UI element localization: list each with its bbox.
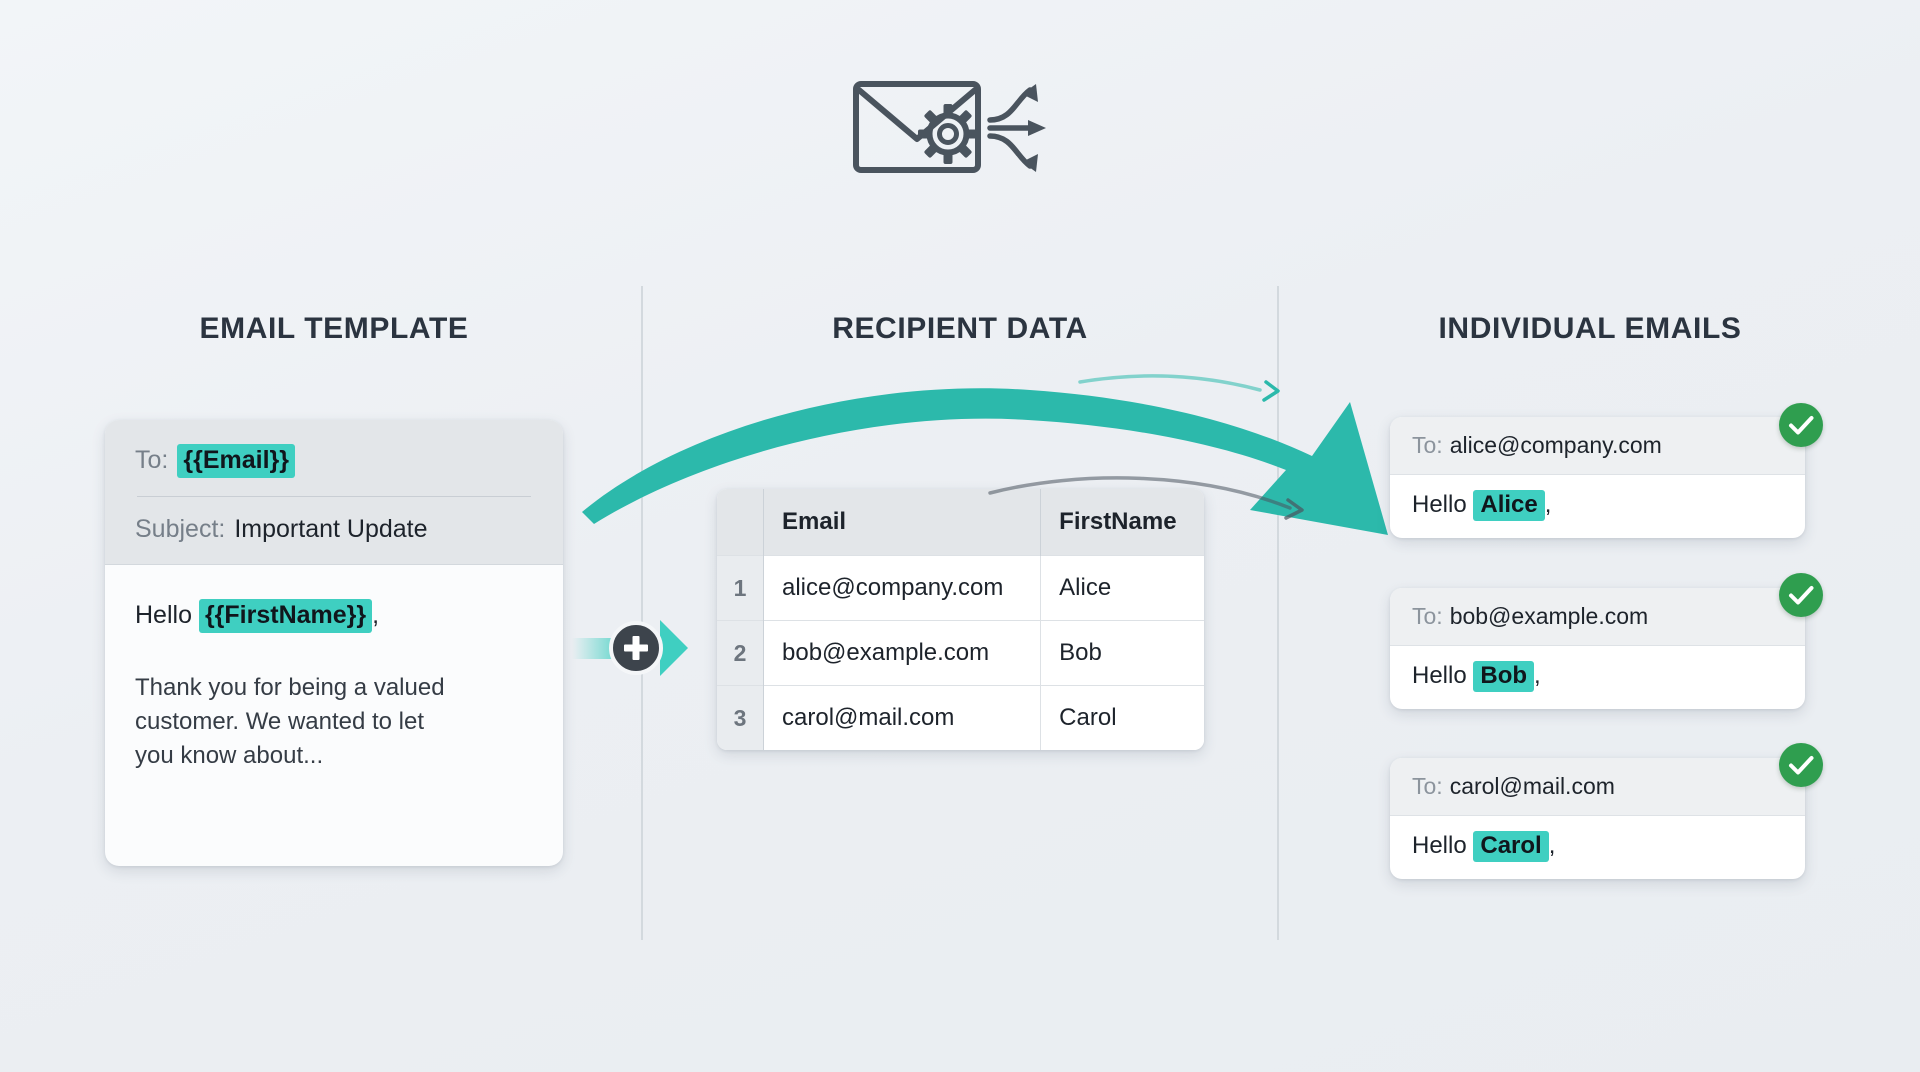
cell-firstname: Alice [1040,555,1204,621]
output-to-value: carol@mail.com [1449,773,1615,799]
template-header-separator [137,496,531,497]
output-to-row: To:bob@example.com [1390,588,1805,646]
table-row[interactable]: 1 alice@company.com Alice [717,555,1204,621]
table-header-firstname: FirstName [1040,489,1204,556]
table-header-rownum [717,489,764,556]
table-row[interactable]: 2 bob@example.com Bob [717,620,1204,686]
row-number: 1 [717,555,764,621]
email-template-card[interactable]: To: {{Email}} Subject: Important Update … [105,420,563,866]
template-greeting-row: Hello {{FirstName}}, [135,599,533,633]
recipient-data-table[interactable]: Email FirstName 1 alice@company.com Alic… [717,489,1204,750]
template-to-row: To: {{Email}} [135,444,533,478]
individual-email-card[interactable]: To:alice@company.com Hello Alice, [1390,417,1805,538]
individual-email-card[interactable]: To:carol@mail.com Hello Carol, [1390,758,1805,879]
output-body-row: Hello Bob, [1390,646,1805,709]
template-subject-label: Subject: [135,515,226,543]
table-header-row: Email FirstName [717,489,1204,556]
cell-email: alice@company.com [763,555,1042,621]
template-card-body: Hello {{FirstName}}, Thank you for being… [105,565,563,773]
template-to-label: To: [135,446,169,474]
template-greeting-prefix: Hello [135,601,192,629]
page-title-email-template: EMAIL TEMPLATE [199,312,469,345]
cell-email: bob@example.com [763,620,1042,686]
page-title-individual-emails: INDIVIDUAL EMAILS [1438,312,1742,345]
template-subject-value: Important Update [234,515,428,543]
check-circle-icon [1779,573,1823,617]
row-number: 3 [717,685,764,750]
output-greeting-suffix: , [1544,491,1552,518]
output-to-label: To: [1412,773,1443,799]
table-row[interactable]: 3 carol@mail.com Carol [717,685,1204,750]
merge-plus-icon [609,621,663,675]
output-to-label: To: [1412,432,1443,458]
output-merged-name: Carol [1473,831,1549,862]
merge-connector [572,598,712,698]
template-subject-row: Subject: Important Update [135,515,533,544]
output-greeting-suffix: , [1548,832,1556,859]
check-circle-icon [1779,743,1823,787]
output-to-row: To:carol@mail.com [1390,758,1805,816]
output-greeting-prefix: Hello [1412,662,1467,689]
template-paragraph: Thank you for being a valued customer. W… [135,674,445,770]
cell-firstname: Carol [1040,685,1204,750]
output-greeting-prefix: Hello [1412,832,1467,859]
table-header-email: Email [763,489,1042,556]
output-to-row: To:alice@company.com [1390,417,1805,475]
cell-firstname: Bob [1040,620,1204,686]
template-email-token: {{Email}} [177,444,295,478]
output-greeting-prefix: Hello [1412,491,1467,518]
output-merged-name: Bob [1473,661,1535,692]
output-body-row: Hello Carol, [1390,816,1805,879]
row-number: 2 [717,620,764,686]
template-greeting-suffix: , [372,601,380,629]
cell-email: carol@mail.com [763,685,1042,750]
individual-email-card[interactable]: To:bob@example.com Hello Bob, [1390,588,1805,709]
output-to-value: bob@example.com [1449,603,1649,629]
envelope-gear-distribute-icon [850,70,1070,190]
output-body-row: Hello Alice, [1390,475,1805,538]
page-title-recipient-data: RECIPIENT DATA [832,312,1088,345]
template-firstname-token: {{FirstName}} [198,599,373,633]
check-circle-icon [1779,403,1823,447]
output-merged-name: Alice [1473,490,1545,521]
column-divider-right [1277,286,1279,940]
output-to-label: To: [1412,603,1443,629]
output-greeting-suffix: , [1534,662,1541,689]
column-divider-left [641,286,643,940]
template-card-header: To: {{Email}} Subject: Important Update [105,420,563,565]
output-to-value: alice@company.com [1449,432,1662,458]
